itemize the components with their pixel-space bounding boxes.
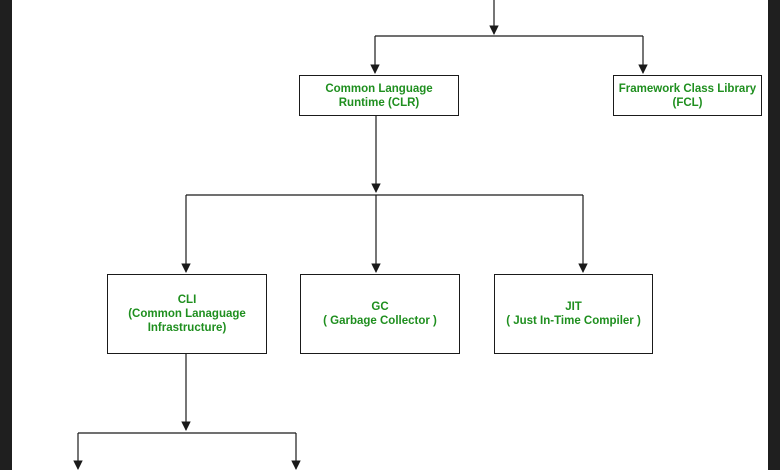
node-gc-line-1: GC — [371, 301, 389, 313]
node-clr: Common Language Runtime (CLR) — [299, 75, 459, 116]
node-cli-line-3: Infrastructure) — [147, 322, 227, 334]
diagram-canvas: Common Language Runtime (CLR) Framework … — [12, 0, 768, 470]
node-cli: CLI (Common Lanaguage Infrastructure) — [107, 274, 267, 354]
node-fcl-line-1: Framework Class Library — [618, 82, 757, 95]
node-fcl: Framework Class Library (FCL) — [613, 75, 762, 116]
node-clr-line-2: Runtime (CLR) — [338, 96, 420, 109]
node-cli-line-1: CLI — [177, 294, 197, 306]
node-fcl-line-2: (FCL) — [672, 96, 703, 109]
node-clr-line-1: Common Language — [325, 82, 433, 95]
node-gc-line-2: ( Garbage Collector ) — [323, 315, 437, 327]
node-cli-line-2: (Common Lanaguage — [128, 308, 246, 320]
node-jit: JIT ( Just In-Time Compiler ) — [494, 274, 653, 354]
node-jit-line-1: JIT — [565, 301, 582, 313]
node-gc: GC ( Garbage Collector ) — [300, 274, 460, 354]
connector-layer — [73, 0, 648, 470]
node-jit-line-2: ( Just In-Time Compiler ) — [506, 315, 641, 327]
